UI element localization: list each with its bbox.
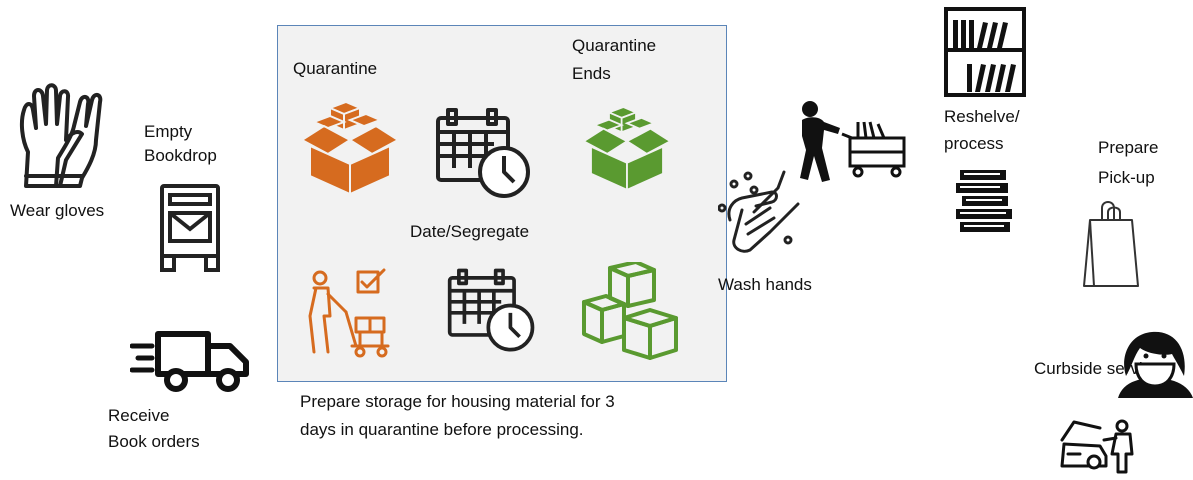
receive-label-line2: Book orders <box>108 432 200 451</box>
mailbox-icon <box>158 183 222 273</box>
bookshelf-icon <box>943 6 1027 98</box>
wash-hands-icon <box>718 168 802 258</box>
calendar-clock-icon <box>446 266 538 356</box>
person-book-cart-icon <box>796 100 910 184</box>
delivery-truck-icon <box>130 328 254 394</box>
book-stack-icon <box>954 170 1014 232</box>
shopping-bag-icon <box>1080 200 1142 290</box>
date-segregate-label: Date/Segregate <box>410 222 530 241</box>
empty-bookdrop-label-line2: Bookdrop <box>144 146 217 165</box>
quarantine-ends-label-line1: Quarantine <box>572 36 657 55</box>
open-box-icon <box>582 104 672 192</box>
quarantine-ends-label-line2: Ends <box>572 64 611 83</box>
car-trunk-icon <box>1060 418 1138 474</box>
reshelve-label-line2: process <box>944 134 1004 153</box>
calendar-clock-icon <box>434 108 534 200</box>
wash-hands-label: Wash hands <box>718 275 812 294</box>
masked-person-icon <box>1118 328 1193 398</box>
prepare-pickup-label-line2: Pick-up <box>1098 168 1155 187</box>
caption-line1: Prepare storage for housing material for… <box>300 392 615 411</box>
prepare-pickup-label-line1: Prepare <box>1098 138 1159 157</box>
empty-bookdrop-label-line1: Empty <box>144 122 193 141</box>
worker-dolly-icon <box>302 268 392 358</box>
quarantine-label: Quarantine <box>293 59 378 78</box>
open-box-icon <box>300 100 400 195</box>
receive-label-line1: Receive <box>108 406 170 425</box>
wear-gloves-label: Wear gloves <box>10 201 105 220</box>
stacked-boxes-icon <box>580 262 680 362</box>
reshelve-label-line1: Reshelve/ <box>944 107 1020 126</box>
caption-line2: days in quarantine before processing. <box>300 420 584 439</box>
gloves-icon <box>16 82 106 192</box>
